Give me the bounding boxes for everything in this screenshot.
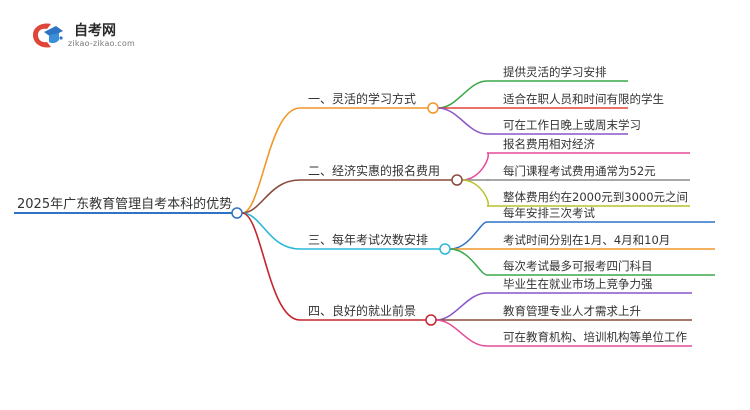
branch-topic[interactable]: 二、经济实惠的报名费用 [308, 163, 440, 178]
root-collapse-handle[interactable] [231, 207, 243, 219]
root-to-branch-edge [241, 212, 301, 321]
leaf-topic[interactable]: 考试时间分别在1月、4月和10月 [503, 233, 670, 247]
branch-to-leaf-edge [437, 107, 488, 135]
branch-topic[interactable]: 一、灵活的学习方式 [308, 91, 416, 106]
branch-to-leaf-edge [461, 152, 489, 181]
branch-to-leaf-edge [449, 248, 488, 276]
node-layer: 2025年广东教育管理自考本科的优势 一、灵活的学习方式 提供灵活的学习安排适合在职… [17, 65, 688, 344]
root-topic[interactable]: 2025年广东教育管理自考本科的优势 [17, 196, 232, 212]
leaf-topic[interactable]: 整体费用约在2000元到3000元之间 [503, 190, 688, 204]
leaf-topic[interactable]: 每年安排三次考试 [503, 206, 595, 220]
leaf-topic[interactable]: 可在教育机构、培训机构等单位工作 [503, 330, 687, 344]
branch-collapse-handle[interactable] [439, 243, 451, 255]
logo-title: 自考网 [74, 23, 116, 39]
root-to-branch-edge [241, 212, 301, 250]
site-logo[interactable]: 自考网 zikao-zikao.com [30, 18, 170, 52]
leaf-topic[interactable]: 毕业生在就业市场上竞争力强 [503, 277, 653, 291]
branch-collapse-handle[interactable] [425, 314, 437, 326]
leaf-topic[interactable]: 每次考试最多可报考四门科目 [503, 259, 653, 273]
branch-to-leaf-edge [449, 221, 488, 250]
branch-to-leaf-edge [435, 292, 488, 321]
branch-collapse-handle[interactable] [451, 174, 463, 186]
branch-topic[interactable]: 三、每年考试次数安排 [308, 232, 428, 247]
branch-to-leaf-edge [461, 179, 489, 207]
branch-collapse-handle[interactable] [427, 102, 439, 114]
graduation-logo-icon [33, 23, 63, 48]
root-to-branch-edge [241, 107, 301, 214]
branch-to-leaf-edge [437, 80, 488, 109]
leaf-topic[interactable]: 每门课程考试费用通常为52元 [503, 164, 656, 178]
root-to-branch-edge [241, 179, 301, 214]
leaf-topic[interactable]: 报名费用相对经济 [503, 137, 595, 151]
leaf-topic[interactable]: 教育管理专业人才需求上升 [503, 304, 641, 318]
branch-to-leaf-edge [435, 319, 488, 347]
leaf-topic[interactable]: 可在工作日晚上或周末学习 [503, 118, 641, 132]
branch-topic[interactable]: 四、良好的就业前景 [308, 303, 416, 318]
edge-layer [14, 80, 715, 347]
leaf-topic[interactable]: 提供灵活的学习安排 [503, 65, 607, 79]
logo-url: zikao-zikao.com [68, 39, 135, 48]
leaf-topic[interactable]: 适合在职人员和时间有限的学生 [503, 92, 664, 106]
